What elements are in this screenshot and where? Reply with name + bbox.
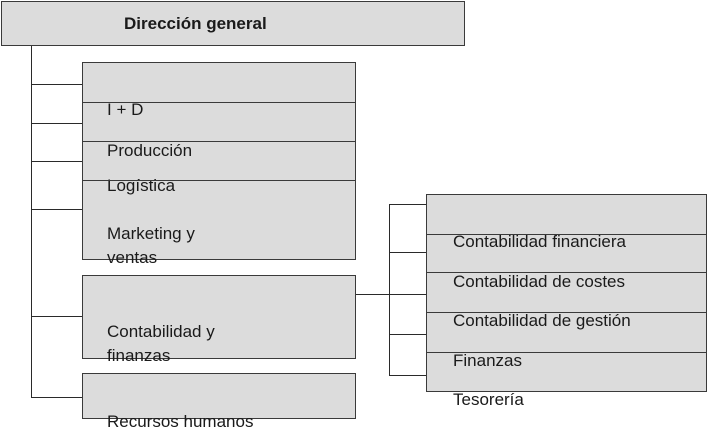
branch-contabilidad [31,316,82,317]
subunit-tesoreria: Tesorería [427,352,706,409]
subunit-label: Finanzas [453,351,522,370]
subunit-label: Tesorería [453,390,524,409]
department-rrhh-cell: Recursos humanos [83,374,355,431]
department-recursos-humanos: Recursos humanos [82,373,356,431]
subunit-contabilidad-costes: Contabilidad de costes [427,234,706,291]
department-marketing: Marketing y ventas [83,180,355,267]
subunit-finanzas: Finanzas [427,312,706,370]
finance-connector-line [356,294,389,295]
branch-contabilidad-financiera [389,204,426,205]
branch-logistica [31,161,82,162]
department-id: I + D [83,63,355,119]
department-group: I + D Producción Logística Marketing y v… [82,62,356,267]
subunit-label: Contabilidad financiera [453,232,626,251]
root-label: Dirección general [124,13,267,33]
department-contabilidad-finanzas: Contabilidad y finanzas [82,275,356,365]
department-label: Contabilidad y finanzas [107,322,215,365]
department-label: Recursos humanos [107,412,254,431]
branch-contabilidad-costes [389,252,426,253]
finance-subunit-group: Contabilidad financiera Contabilidad de … [426,194,707,409]
department-produccion: Producción [83,102,355,160]
branch-tesoreria [389,375,426,376]
subunit-label: Contabilidad de costes [453,272,626,291]
department-label: Marketing y ventas [107,224,195,267]
subunit-contabilidad-gestion: Contabilidad de gestión [427,272,706,330]
branch-contabilidad-gestion [389,294,426,295]
branch-rrhh [31,397,82,398]
department-label: I + D [107,100,144,119]
root-node: Dirección general [1,1,465,46]
branch-id [31,84,82,85]
department-label: Producción [107,141,193,160]
spine-line [31,46,32,397]
branch-finanzas [389,334,426,335]
department-logistica: Logística [83,141,355,195]
finance-spine-line [389,204,390,376]
branch-marketing [31,209,82,210]
subunit-contabilidad-financiera: Contabilidad financiera [427,195,706,251]
department-contabilidad-cell: Contabilidad y finanzas [83,276,355,365]
subunit-label: Contabilidad de gestión [453,311,631,330]
branch-produccion [31,123,82,124]
